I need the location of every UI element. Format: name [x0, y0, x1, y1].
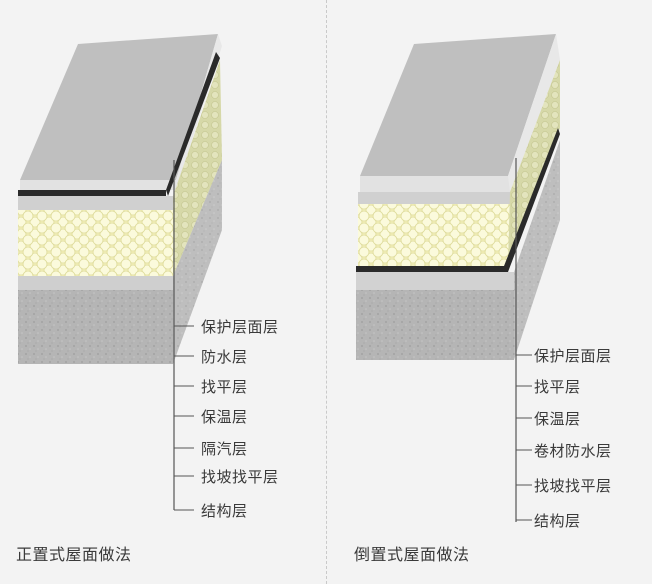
layer-label: 找坡找平层 — [201, 468, 279, 486]
layer-label: 结构层 — [534, 512, 581, 530]
layer-label: 卷材防水层 — [534, 442, 612, 460]
layer-label: 保护层面层 — [201, 318, 279, 336]
conventional-roof-diagram — [18, 34, 222, 511]
layer-label: 找平层 — [534, 378, 581, 396]
layer-label: 保温层 — [534, 410, 581, 428]
panel-divider — [326, 0, 327, 584]
layer-label: 防水层 — [201, 348, 248, 366]
layer-label: 找平层 — [201, 378, 248, 396]
left-caption: 正置式屋面做法 — [16, 545, 132, 564]
layer-label: 找坡找平层 — [534, 477, 612, 495]
layer-label: 保护层面层 — [534, 347, 612, 365]
top-surface — [20, 34, 218, 180]
right-caption: 倒置式屋面做法 — [354, 545, 470, 564]
layer-label: 结构层 — [201, 502, 248, 520]
layer-label: 隔汽层 — [201, 440, 248, 458]
layer-label: 保温层 — [201, 408, 248, 426]
